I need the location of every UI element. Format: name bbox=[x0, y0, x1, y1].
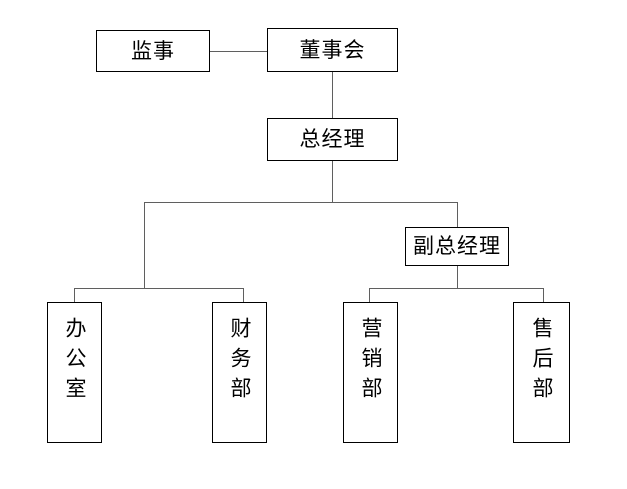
connector-to-marketing-department bbox=[369, 288, 370, 302]
node-finance-department-label: 财务部 bbox=[228, 317, 252, 407]
connector-to-aftersales-department bbox=[543, 288, 544, 302]
connector-left-branch-drop bbox=[144, 202, 145, 288]
node-board[interactable]: 董事会 bbox=[267, 28, 398, 72]
node-office-label: 办公室 bbox=[63, 317, 87, 407]
connector-board-to-general-manager bbox=[332, 72, 333, 118]
node-supervisor[interactable]: 监事 bbox=[96, 30, 210, 72]
node-deputy-general-manager[interactable]: 副总经理 bbox=[405, 227, 509, 266]
connector-left-sub-bus bbox=[74, 288, 243, 289]
node-finance-department[interactable]: 财务部 bbox=[212, 302, 267, 443]
connector-supervisor-to-board bbox=[210, 51, 267, 52]
connector-general-manager-stem bbox=[332, 161, 333, 203]
node-supervisor-label: 监事 bbox=[131, 38, 175, 63]
node-general-manager[interactable]: 总经理 bbox=[267, 118, 398, 161]
node-aftersales-department-label: 售后部 bbox=[530, 317, 554, 407]
node-office[interactable]: 办公室 bbox=[47, 302, 102, 443]
connector-right-sub-bus bbox=[369, 288, 544, 289]
node-deputy-general-manager-label: 副总经理 bbox=[413, 234, 501, 258]
connector-to-finance-department bbox=[243, 288, 244, 302]
connector-deputy-general-manager-drop bbox=[457, 202, 458, 227]
node-general-manager-label: 总经理 bbox=[299, 127, 366, 151]
connector-general-manager-bus bbox=[144, 202, 457, 203]
connector-to-office bbox=[74, 288, 75, 302]
connector-deputy-general-manager-stem bbox=[457, 266, 458, 288]
node-board-label: 董事会 bbox=[299, 37, 366, 62]
node-marketing-department-label: 营销部 bbox=[359, 317, 383, 407]
node-marketing-department[interactable]: 营销部 bbox=[343, 302, 398, 443]
node-aftersales-department[interactable]: 售后部 bbox=[513, 302, 570, 443]
